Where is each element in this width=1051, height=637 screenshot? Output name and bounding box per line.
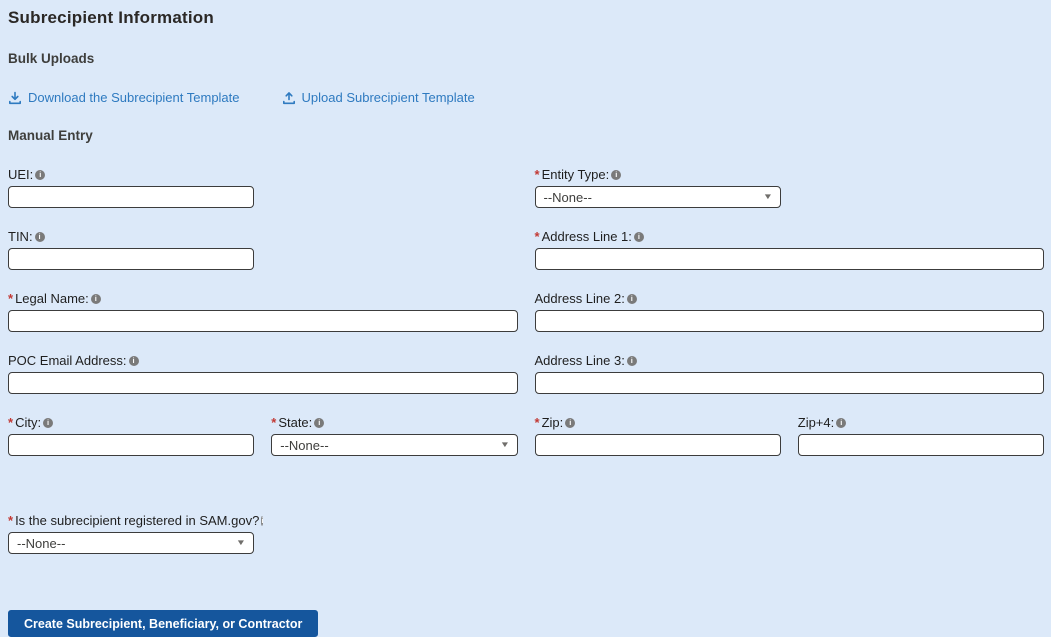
city-label: * City: i <box>8 415 254 430</box>
upload-icon <box>282 91 296 105</box>
chevron-down-icon: ▼ <box>499 440 510 449</box>
manual-entry-heading: Manual Entry <box>8 128 93 143</box>
sam-registered-label: * Is the subrecipient registered in SAM.… <box>8 513 264 528</box>
address-line-1-label: * Address Line 1: i <box>535 229 1045 244</box>
field-state: * State: i --None-- ▼ <box>271 415 518 456</box>
template-links-row: Download the Subrecipient Template Uploa… <box>8 90 1044 105</box>
field-legal-name: * Legal Name: i <box>8 291 518 332</box>
legal-name-input[interactable] <box>8 310 518 332</box>
uei-label-text: UEI: <box>8 167 34 182</box>
address-line-3-input[interactable] <box>534 372 1044 394</box>
info-icon[interactable]: i <box>43 417 54 428</box>
field-address-line-3: Address Line 3: i <box>534 353 1045 394</box>
address-line-3-label-text: Address Line 3: <box>534 353 625 368</box>
legal-name-label: * Legal Name: i <box>8 291 518 306</box>
page-title: Subrecipient Information <box>8 8 214 27</box>
upload-link-label: Upload Subrecipient Template <box>301 90 475 105</box>
entity-type-select[interactable]: --None-- ▼ <box>534 186 781 208</box>
field-poc-email: POC Email Address: i <box>8 353 518 394</box>
info-icon[interactable]: i <box>314 417 325 428</box>
address-line-1-input[interactable] <box>534 248 1044 270</box>
info-icon[interactable]: i <box>34 231 45 242</box>
info-icon[interactable]: i <box>90 293 101 304</box>
upload-template-link[interactable]: Upload Subrecipient Template <box>282 90 475 105</box>
info-icon[interactable]: i <box>261 515 264 526</box>
zip4-label-text: Zip+4: <box>797 415 835 430</box>
info-icon[interactable]: i <box>626 293 637 304</box>
download-icon <box>8 91 22 105</box>
field-entity-type: * Entity Type: i --None-- ▼ <box>534 167 781 208</box>
field-city: * City: i <box>8 415 255 456</box>
entity-type-label: * Entity Type: i <box>535 167 781 182</box>
download-link-label: Download the Subrecipient Template <box>28 90 240 105</box>
uei-label: UEI: i <box>8 167 254 182</box>
required-marker: * <box>534 167 540 182</box>
field-address-line-1: * Address Line 1: i <box>534 229 1045 270</box>
poc-email-input[interactable] <box>8 372 518 394</box>
legal-name-label-text: Legal Name: <box>15 291 89 306</box>
required-marker: * <box>534 415 540 430</box>
tin-input[interactable] <box>8 248 255 270</box>
address-line-3-label: Address Line 3: i <box>535 353 1045 368</box>
state-select[interactable]: --None-- ▼ <box>271 434 518 456</box>
state-select-value: --None-- <box>280 437 329 453</box>
tin-label: TIN: i <box>8 229 254 244</box>
field-sam-registered: * Is the subrecipient registered in SAM.… <box>8 513 264 554</box>
field-uei: UEI: i <box>8 167 255 208</box>
field-zip: * Zip: i <box>534 415 781 456</box>
required-marker: * <box>271 415 277 430</box>
bulk-uploads-heading: Bulk Uploads <box>8 51 95 66</box>
sam-registered-select[interactable]: --None-- ▼ <box>8 532 255 554</box>
sam-registered-select-value: --None-- <box>17 535 66 551</box>
address-line-2-label: Address Line 2: i <box>535 291 1045 306</box>
info-icon[interactable]: i <box>128 355 139 366</box>
info-icon[interactable]: i <box>565 417 576 428</box>
zip4-input[interactable] <box>797 434 1044 456</box>
zip-label-text: Zip: <box>541 415 564 430</box>
poc-email-label: POC Email Address: i <box>8 353 518 368</box>
info-icon[interactable]: i <box>633 231 644 242</box>
field-address-line-2: Address Line 2: i <box>534 291 1045 332</box>
city-label-text: City: <box>15 415 42 430</box>
zip-input[interactable] <box>534 434 781 456</box>
city-input[interactable] <box>8 434 255 456</box>
poc-email-label-text: POC Email Address: <box>8 353 127 368</box>
state-label: * State: i <box>271 415 517 430</box>
info-icon[interactable]: i <box>836 417 847 428</box>
field-tin: TIN: i <box>8 229 255 270</box>
subrecipient-form: UEI: i * Entity Type: i --None-- ▼ TIN: … <box>8 167 1044 554</box>
address-line-2-label-text: Address Line 2: <box>534 291 625 306</box>
chevron-down-icon: ▼ <box>762 192 773 201</box>
entity-type-select-value: --None-- <box>543 189 592 205</box>
address-line-2-input[interactable] <box>534 310 1044 332</box>
tin-label-text: TIN: <box>8 229 33 244</box>
address-line-1-label-text: Address Line 1: <box>541 229 632 244</box>
required-marker: * <box>8 291 14 306</box>
required-marker: * <box>534 229 540 244</box>
field-zip4: Zip+4: i <box>797 415 1044 456</box>
info-icon[interactable]: i <box>35 169 46 180</box>
create-subrecipient-button[interactable]: Create Subrecipient, Beneficiary, or Con… <box>8 610 319 637</box>
entity-type-label-text: Entity Type: <box>541 167 610 182</box>
uei-input[interactable] <box>8 186 255 208</box>
zip4-label: Zip+4: i <box>798 415 1044 430</box>
info-icon[interactable]: i <box>611 169 622 180</box>
download-template-link[interactable]: Download the Subrecipient Template <box>8 90 240 105</box>
sam-registered-label-text: Is the subrecipient registered in SAM.go… <box>15 513 260 528</box>
info-icon[interactable]: i <box>626 355 637 366</box>
state-label-text: State: <box>278 415 313 430</box>
required-marker: * <box>8 513 14 528</box>
chevron-down-icon: ▼ <box>236 538 247 547</box>
required-marker: * <box>8 415 14 430</box>
zip-label: * Zip: i <box>535 415 781 430</box>
